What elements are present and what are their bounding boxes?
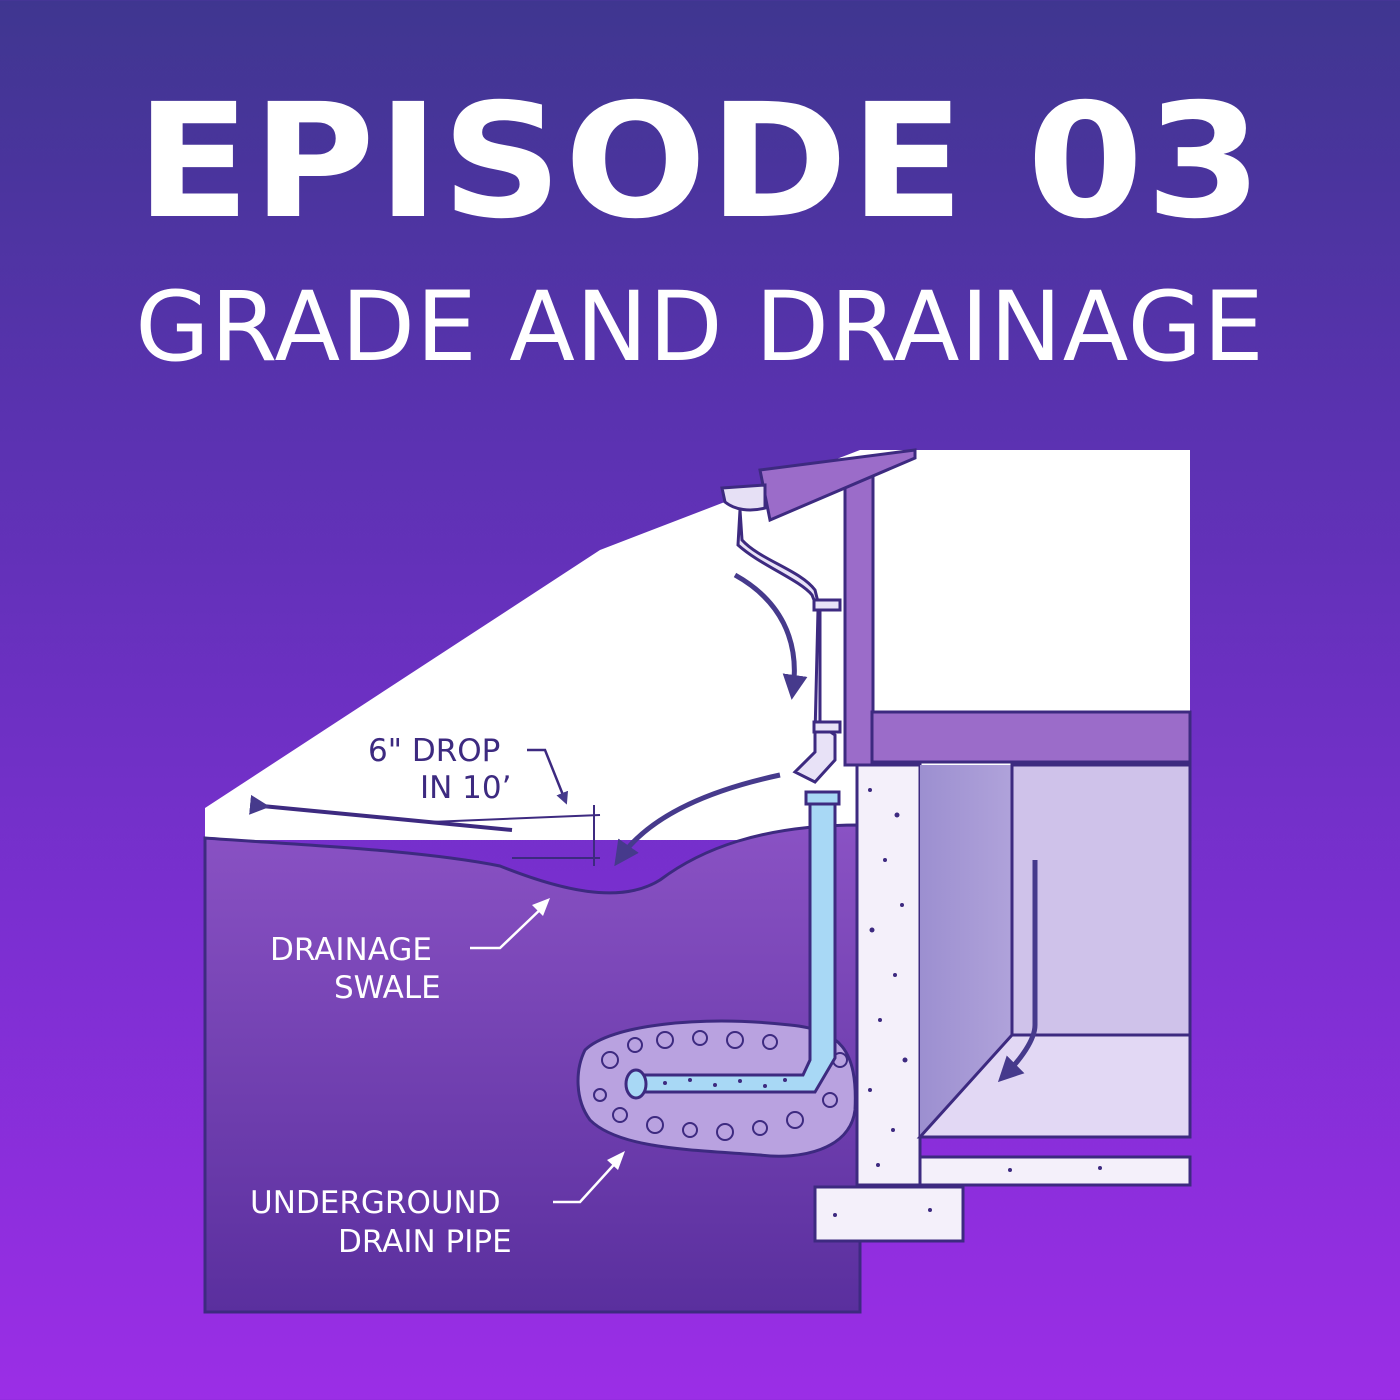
downspout-band: [812, 598, 842, 612]
flow-arrow-swale: [614, 772, 781, 867]
slope-line: [249, 794, 513, 832]
leader-swale: [470, 904, 546, 950]
roof-eave: [758, 448, 917, 523]
drain-pipe-collar: [804, 790, 841, 806]
rim-joist: [870, 710, 1192, 764]
leader-swale-head: [532, 898, 550, 916]
gutter: [720, 483, 767, 512]
basement-slab: [918, 1155, 1192, 1187]
leader-pipe: [553, 1157, 621, 1204]
house-wall: [872, 450, 1190, 712]
basement-floor: [916, 1033, 1192, 1139]
flow-arrow-roof: [733, 572, 808, 700]
flow-arrow-basement: [997, 860, 1038, 1083]
label-drop-line1: 6" DROP: [368, 733, 500, 769]
label-swale-line2: SWALE: [334, 970, 441, 1006]
footing: [813, 1185, 965, 1243]
downspout-band: [812, 720, 842, 734]
foundation-wall: [855, 763, 922, 1187]
label-pipe-line2: DRAIN PIPE: [338, 1224, 512, 1260]
episode-subtitle: GRADE AND DRAINAGE: [135, 271, 1265, 383]
concrete-texture: [833, 788, 1102, 1217]
leader-pipe-head: [607, 1151, 625, 1170]
basement-back-wall: [1010, 763, 1192, 1037]
soil: [203, 823, 862, 1314]
pipe-perforations: [663, 1078, 787, 1088]
label-pipe-line1: UNDERGROUND: [250, 1185, 501, 1221]
gravel-stones: [593, 1030, 848, 1141]
episode-title: EPISODE 03: [135, 70, 1265, 254]
label-drop-line2: IN 10’: [420, 770, 512, 806]
dimension-top: [429, 814, 601, 823]
wall-siding: [843, 458, 875, 767]
label-swale-line1: DRAINAGE: [270, 932, 432, 968]
drain-pipe-end: [624, 1068, 648, 1100]
leader-drop: [527, 748, 569, 805]
downspout: [736, 509, 837, 784]
